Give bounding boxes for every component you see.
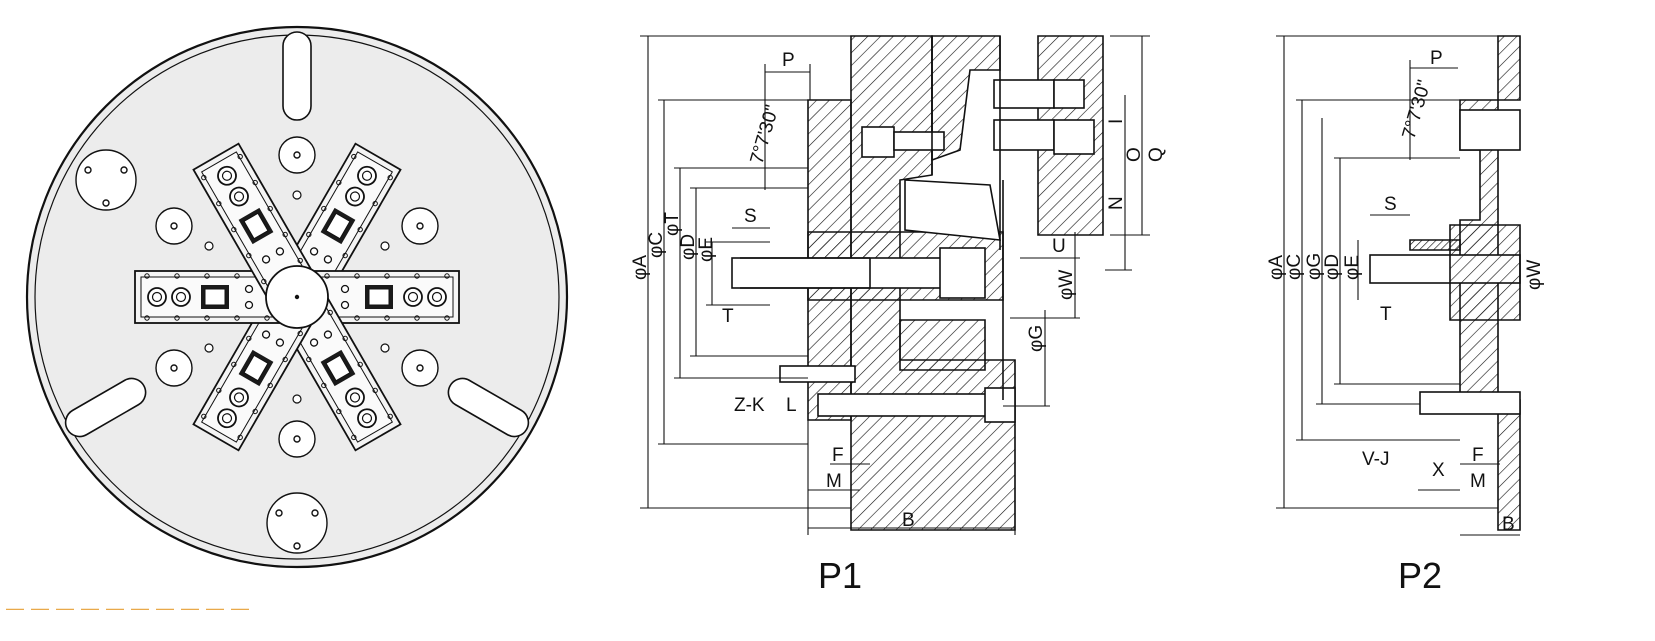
t-slots <box>64 31 530 438</box>
p1-label-n: N <box>1106 196 1127 210</box>
p1-label-dia-c: φC <box>646 232 667 258</box>
p1-label-p: P <box>782 50 795 71</box>
p1-label-o: O <box>1124 147 1145 162</box>
p1-label-u: U <box>1052 236 1066 257</box>
bolt-holes <box>155 136 439 458</box>
caption-p1: P1 <box>818 555 862 596</box>
p1-label-dia-e: φE <box>696 237 717 262</box>
p1-dimensions <box>640 35 1150 535</box>
p1-label-b: B <box>902 510 915 531</box>
p1-label-dia-g: φG <box>1026 325 1047 352</box>
p2-dimensions <box>1276 35 1521 536</box>
p1-label-dia-d: φD <box>678 234 699 260</box>
section-p1 <box>731 35 1104 531</box>
watermark-text: — — — — — — — — — — <box>6 598 250 618</box>
p2-label-m: M <box>1470 471 1486 492</box>
p1-label-m: M <box>826 471 842 492</box>
p2-label-dia-e: φE <box>1342 255 1363 280</box>
balance-plugs <box>75 149 328 554</box>
p1-label-zk: Z-K <box>734 395 765 416</box>
section-p2 <box>1369 35 1521 531</box>
p2-label-angle: 7°7'30" <box>1399 78 1436 142</box>
p2-label-s: S <box>1384 194 1397 215</box>
p2-label-t: T <box>1380 304 1392 325</box>
p2-label-dia-a: φA <box>1266 255 1287 280</box>
p2-label-b: B <box>1502 514 1515 535</box>
p1-label-f: F <box>832 445 844 466</box>
p1-label-dia-a: φA <box>630 255 651 280</box>
p1-label-dia-t: φT <box>662 212 683 236</box>
chuck-face-view <box>25 25 569 569</box>
p2-label-f: F <box>1472 445 1484 466</box>
p2-label-dia-g: φG <box>1304 253 1325 280</box>
p1-label-i: I <box>1106 119 1127 124</box>
caption-p2: P2 <box>1398 555 1442 596</box>
small-screws <box>204 190 390 404</box>
p2-label-x: X <box>1432 460 1445 481</box>
p2-label-dia-d: φD <box>1322 254 1343 280</box>
p2-label-dia-w: φW <box>1524 260 1545 290</box>
p1-label-s: S <box>744 206 757 227</box>
p2-label-vj: V-J <box>1362 449 1389 470</box>
p2-label-p: P <box>1430 48 1443 69</box>
p1-label-angle: 7°7'30" <box>747 103 784 167</box>
p1-label-t: T <box>722 306 734 327</box>
p1-label-q: Q <box>1146 147 1167 162</box>
p2-label-dia-c: φC <box>1284 254 1305 280</box>
p1-label-l: L <box>786 395 797 416</box>
p1-label-dia-w: φW <box>1056 270 1077 300</box>
